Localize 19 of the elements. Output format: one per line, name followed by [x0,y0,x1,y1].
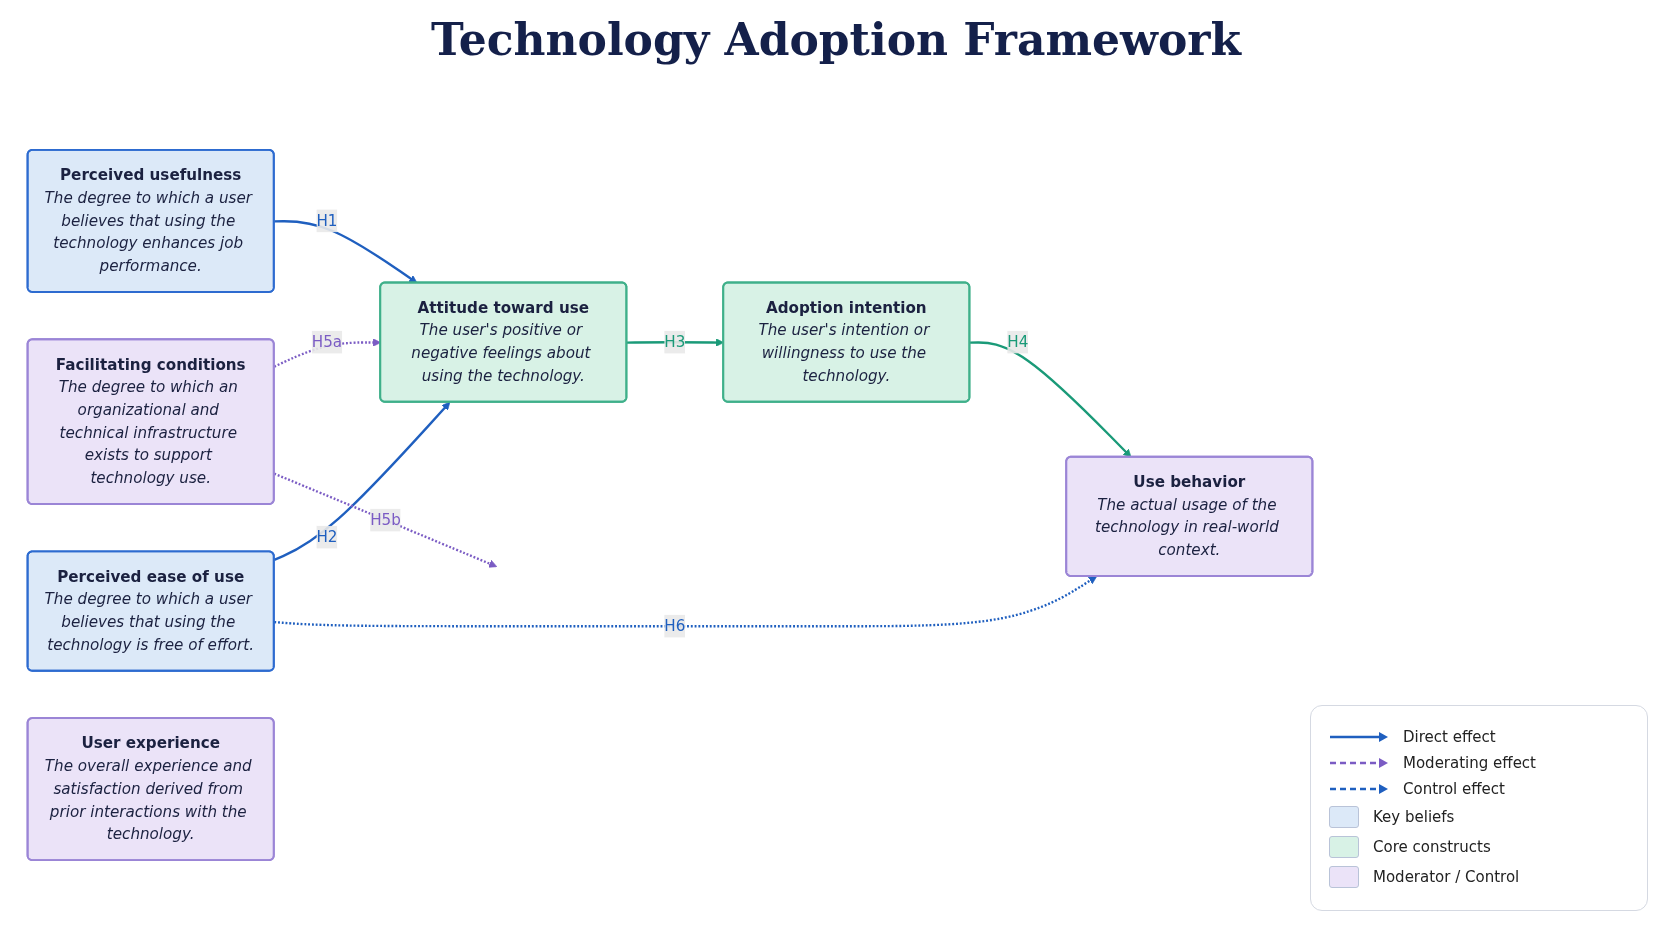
edge-label: H4 [1007,332,1029,351]
edge-label: H1 [316,211,338,230]
arrow [273,401,451,562]
legend-label: Key beliefs [1373,808,1455,826]
edge-label: H5b [370,510,401,529]
arrow [273,472,498,568]
edge-label: H5a [311,332,343,351]
edge-label: H2 [316,527,338,546]
arrow [274,220,418,284]
legend-label: Moderating effect [1403,754,1536,772]
diagram-title: Technology Adoption Framework [430,14,1243,65]
legend-label: Control effect [1403,780,1505,798]
edge-label: H3 [664,332,686,351]
arrow [969,341,1132,458]
legend-label: Core constructs [1373,838,1491,856]
edge-label: H6 [664,616,686,635]
legend-label: Direct effect [1403,728,1496,746]
legend-label: Moderator / Control [1373,868,1520,886]
arrow [274,576,1098,628]
